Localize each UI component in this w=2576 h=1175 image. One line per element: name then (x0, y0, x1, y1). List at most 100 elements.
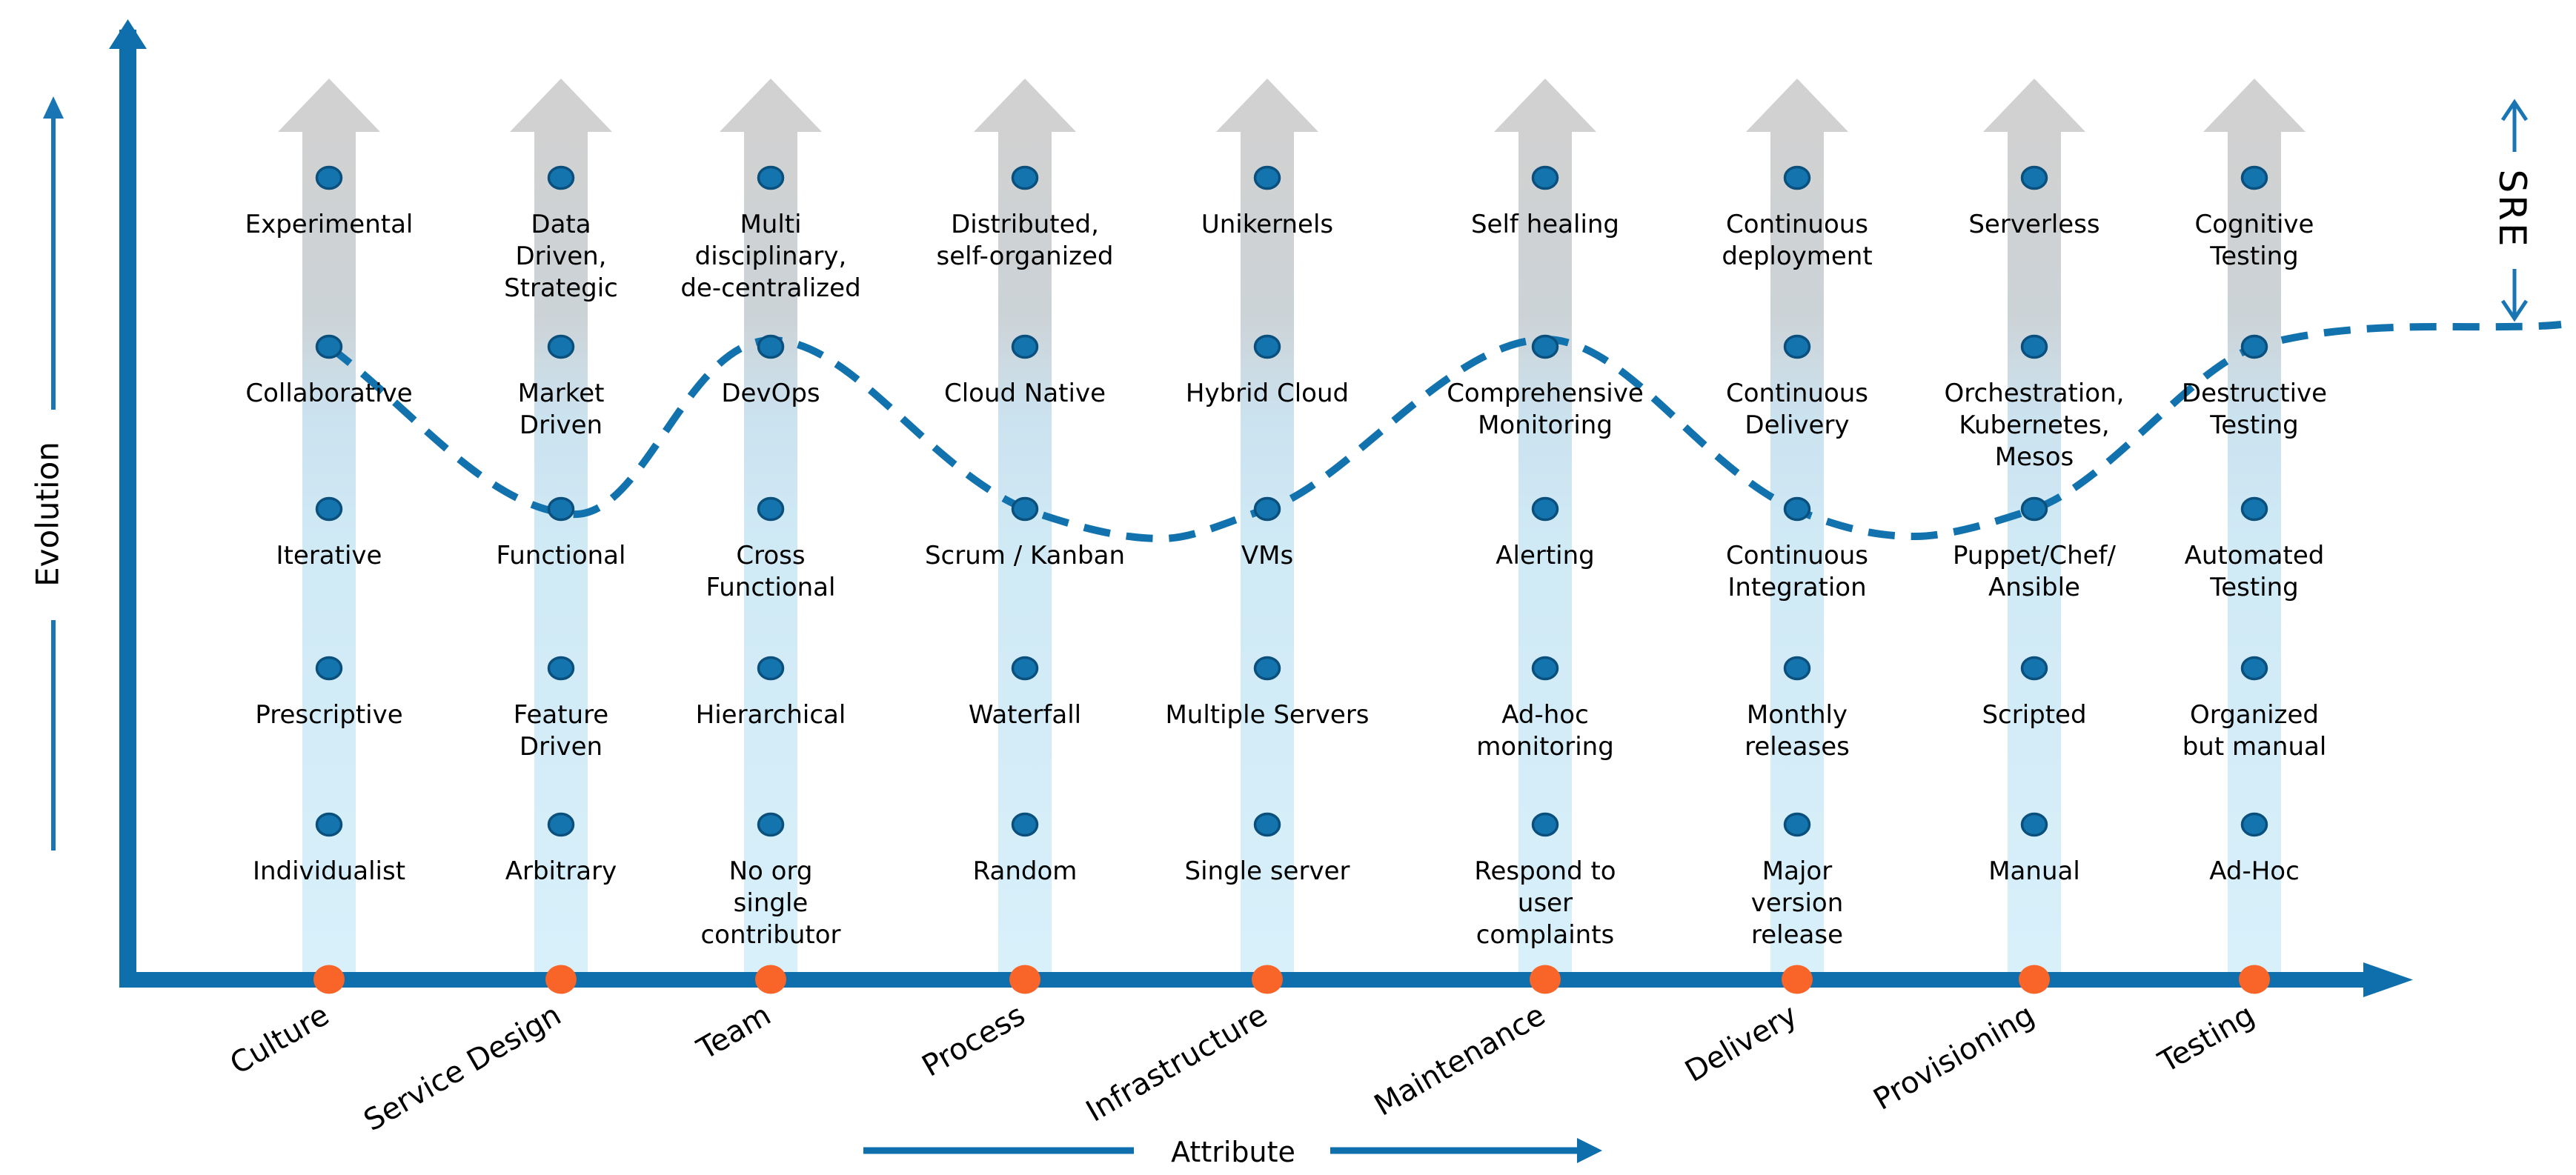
maturity-arrow-head (720, 79, 822, 132)
level-dot (315, 812, 343, 837)
level-dot (757, 496, 785, 522)
level-label: Scripted (1982, 700, 2087, 730)
level-dot (1011, 496, 1039, 522)
attribute-axis-dot (2019, 965, 2050, 994)
level-dot (1253, 334, 1281, 359)
level-dot (2240, 334, 2268, 359)
level-dot (1253, 165, 1281, 190)
level-label: Single server (1184, 856, 1350, 886)
level-label: Multiple Servers (1165, 700, 1370, 730)
level-dots (313, 165, 2270, 994)
evolution-dashed-curve (327, 321, 2562, 543)
level-label: Random (972, 856, 1078, 886)
level-dot (757, 812, 785, 837)
level-label: Ad-Hoc (2209, 856, 2300, 886)
attribute-axis-dot (313, 965, 345, 994)
level-dot (315, 656, 343, 681)
level-dot (547, 656, 575, 681)
attribute-right-arrowhead (1577, 1138, 1602, 1163)
level-dot (1011, 334, 1039, 359)
level-dot (1011, 812, 1039, 837)
level-label: Collaborative (245, 379, 413, 408)
maturity-arrow-head (974, 79, 1076, 132)
level-dot (1531, 165, 1559, 190)
attribute-axis-dot (1530, 965, 1561, 994)
level-dot (1011, 165, 1039, 190)
level-dot (757, 656, 785, 681)
attribute-axis-dot (2239, 965, 2270, 994)
sre-up-arrowhead (2500, 99, 2529, 122)
level-label: Waterfall (968, 700, 1082, 730)
level-dot (315, 334, 343, 359)
level-label: Individualist (252, 856, 406, 886)
level-dot (2020, 165, 2048, 190)
level-dot (1783, 656, 1811, 681)
level-dot (547, 812, 575, 837)
level-dot (2020, 812, 2048, 837)
level-dot (1783, 165, 1811, 190)
level-dot (757, 334, 785, 359)
level-label: Automated Testing (2184, 541, 2325, 602)
level-dot (1531, 496, 1559, 522)
level-label: Experimental (245, 210, 414, 239)
level-dot (1783, 812, 1811, 837)
level-label: Hybrid Cloud (1185, 379, 1350, 408)
level-dot (2240, 496, 2268, 522)
level-label: Comprehensive Monitoring (1447, 379, 1644, 440)
annotation-arrows (43, 96, 2529, 1163)
level-dot (315, 165, 343, 190)
level-label: Manual (1988, 856, 2080, 886)
level-label: Continuous Delivery (1725, 379, 1869, 440)
level-label: Major version release (1750, 856, 1844, 950)
maturity-arrow-head (1746, 79, 1848, 132)
sre-down-arrowhead (2500, 299, 2529, 322)
level-dot (1531, 334, 1559, 359)
level-label: Puppet/Chef/ Ansible (1953, 541, 2116, 602)
attribute-axis-dot (1782, 965, 1813, 994)
level-dot (1783, 334, 1811, 359)
level-label: Functional (496, 541, 626, 570)
level-label: Iterative (276, 541, 382, 570)
level-label: Hierarchical (695, 700, 846, 730)
level-label: Cognitive Testing (2194, 210, 2314, 271)
level-dot (2020, 656, 2048, 681)
level-label: Continuous deployment (1722, 210, 1873, 271)
level-label: Ad-hoc monitoring (1476, 700, 1614, 762)
maturity-arrow-head (1216, 79, 1318, 132)
level-label: Data Driven, Strategic (504, 210, 618, 303)
level-label: VMs (1241, 541, 1294, 570)
level-dot (2240, 165, 2268, 190)
level-label: Destructive Testing (2181, 379, 2328, 440)
level-label: Self healing (1470, 210, 1620, 239)
level-label: Cross Functional (706, 541, 836, 602)
level-label: Arbitrary (505, 856, 617, 886)
x-axis-label: Attribute (1171, 1136, 1295, 1168)
level-label: Monthly releases (1745, 700, 1850, 762)
attribute-axis-dot (755, 965, 786, 994)
sre-label: SRE (2491, 169, 2534, 249)
level-dot (2020, 496, 2048, 522)
attribute-axis-dot (1009, 965, 1040, 994)
level-label: Continuous Integration (1725, 541, 1869, 602)
level-label: Cloud Native (943, 379, 1106, 408)
level-dot (1783, 496, 1811, 522)
level-label: Organized but manual (2182, 700, 2327, 762)
level-label: Multi disciplinary, de-centralized (680, 210, 861, 303)
level-label: Distributed, self-organized (936, 210, 1114, 271)
level-dot (315, 496, 343, 522)
level-dot (1531, 812, 1559, 837)
evolution-up-arrowhead (43, 96, 64, 119)
level-dot (2240, 812, 2268, 837)
level-dot (1253, 812, 1281, 837)
level-dot (1253, 496, 1281, 522)
level-dot (757, 165, 785, 190)
maturity-arrow-head (2203, 79, 2306, 132)
level-label: Unikernels (1201, 210, 1334, 239)
level-dot (1011, 656, 1039, 681)
level-label: Respond to user complaints (1474, 856, 1616, 950)
attribute-axis-dot (1252, 965, 1283, 994)
level-label: No org single contributor (700, 856, 841, 950)
dashed-evolution-curve (327, 321, 2562, 543)
